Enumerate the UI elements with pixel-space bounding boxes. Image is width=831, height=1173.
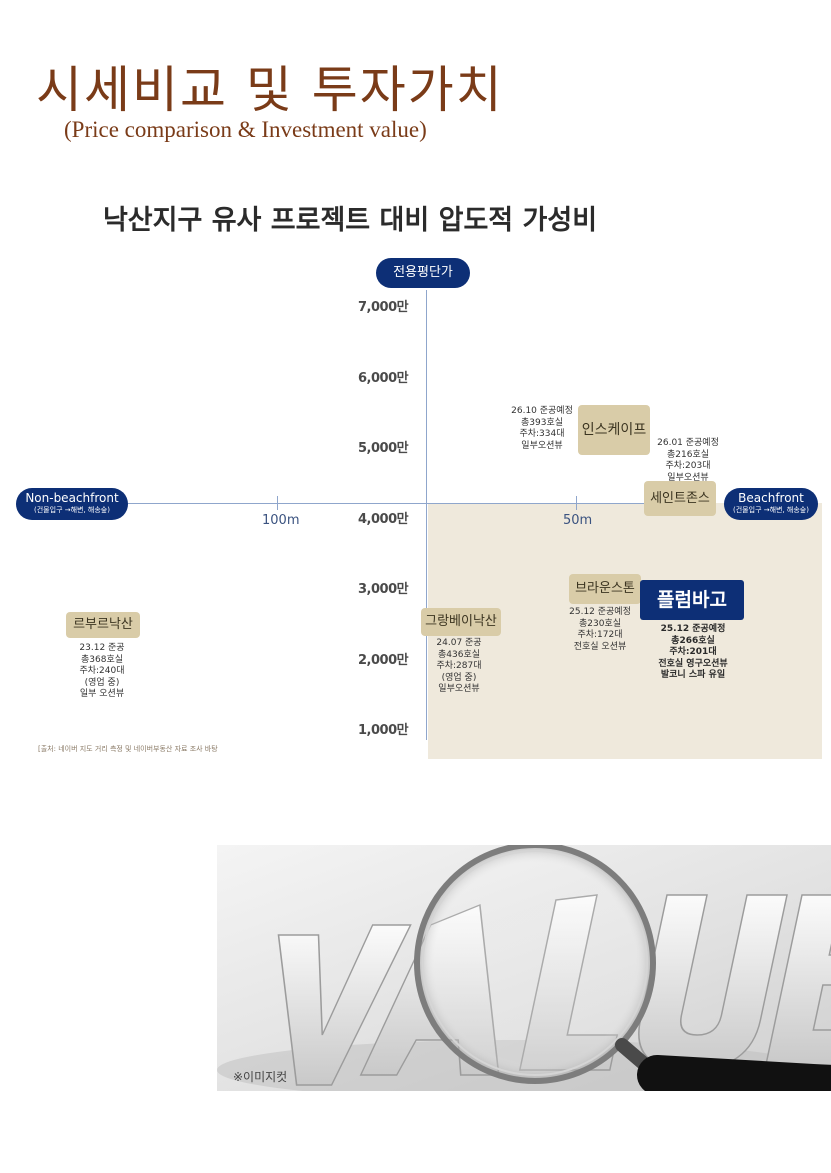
y-axis-label: 전용평단가 — [376, 258, 470, 288]
beachfront-sub: (건물입구 →해변, 해송숲) — [733, 506, 809, 514]
chart-subtitle: 낙산지구 유사 프로젝트 대비 압도적 가성비 — [102, 205, 598, 236]
beachfront-title: Beachfront — [738, 491, 804, 505]
brownstone-info: 25.12 준공예정 총230호실 주차:172대 전호실 오션뷰 — [569, 607, 631, 652]
y-tick-label: 3,000만 — [358, 582, 409, 597]
lebeur-info: 23.12 준공 총368호실 주차:240대 (영업 중) 일부 오션뷰 — [79, 643, 125, 699]
plumbago-tag: 플럼바고 — [640, 580, 744, 620]
x-tick-label: 100m — [262, 513, 300, 528]
y-tick-label: 4,000만 — [358, 512, 409, 527]
x-tick-label: 50m — [563, 513, 593, 528]
value-image — [217, 845, 831, 1091]
y-tick-label: 6,000만 — [358, 371, 409, 386]
page-title-english: (Price comparison & Investment value) — [64, 117, 427, 142]
inscape-info: 26.10 준공예정 총393호실 주차:334대 일부오션뷰 — [511, 406, 573, 451]
saint-johns-info: 26.01 준공예정 총216호실 주차:203대 일부오션뷰 — [657, 438, 719, 483]
plumbago-info: 25.12 준공예정 총266호실 주차:201대 전호실 영구오션뷰 발코니 … — [658, 624, 728, 680]
y-tick-label: 7,000만 — [358, 300, 409, 315]
lebeur-tag: 르부르낙산 — [66, 612, 140, 638]
source-note: [출처: 네이버 지도 거리 측정 및 네이버부동산 자료 조사 바탕 — [38, 745, 218, 753]
brownstone-tag: 브라운스톤 — [569, 574, 641, 604]
x-tick-50m — [576, 496, 577, 510]
image-caption: ※이미지컷 — [233, 1070, 288, 1084]
magnifier-icon — [414, 845, 831, 1091]
page-title: 시세비교 및 투자가치 — [36, 61, 504, 119]
value-illustration — [217, 845, 831, 1091]
saint-johns-tag: 세인트존스 — [644, 481, 716, 516]
y-tick-label: 1,000만 — [358, 723, 409, 738]
x-tick-100m — [277, 496, 278, 510]
non-beachfront-sub: (건물입구 →해변, 해송숲) — [34, 506, 110, 514]
grand-bay-info: 24.07 준공 총436호실 주차:287대 (영업 중) 일부오션뷰 — [436, 638, 482, 694]
inscape-tag: 인스케이프 — [578, 405, 650, 455]
grand-bay-tag: 그랑베이낙산 — [421, 608, 501, 636]
x-axis-line — [120, 503, 702, 504]
y-tick-label: 2,000만 — [358, 653, 409, 668]
y-axis-line — [426, 290, 427, 740]
non-beachfront-title: Non-beachfront — [25, 491, 119, 505]
beachfront-label: Beachfront (건물입구 →해변, 해송숲) — [724, 488, 818, 520]
y-tick-label: 5,000만 — [358, 441, 409, 456]
non-beachfront-label: Non-beachfront (건물입구 →해변, 해송숲) — [16, 488, 128, 520]
